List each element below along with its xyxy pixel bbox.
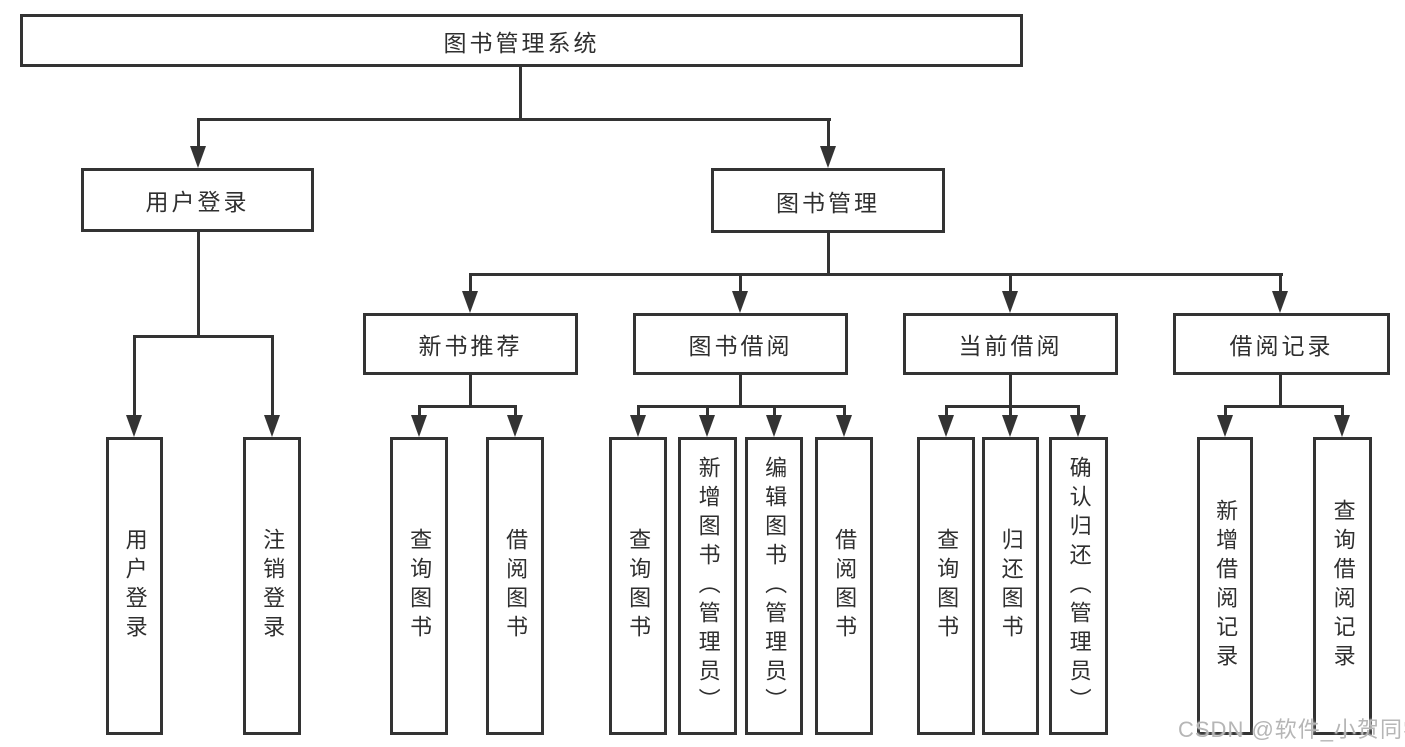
leaf-borrow-books: 借阅图书 [815, 437, 873, 735]
connector [519, 67, 522, 121]
leaf-query-borrow-record: 查询借阅记录 [1313, 437, 1372, 735]
leaf-label: 新增图书（管理员） [695, 455, 721, 717]
leaf-label: 注销登录 [260, 528, 286, 644]
leaf-label: 查询图书 [626, 528, 652, 644]
connector [133, 335, 274, 338]
connector [197, 232, 200, 338]
node-label: 当前借阅 [958, 333, 1063, 359]
arrow-down-icon [820, 146, 836, 168]
arrow-down-icon [1217, 415, 1233, 437]
connector [1009, 405, 1012, 417]
connector [637, 405, 846, 408]
connector [945, 405, 1080, 408]
arrow-down-icon [732, 291, 748, 313]
leaf-edit-book-admin: 编辑图书（管理员） [745, 437, 803, 735]
arrow-down-icon [190, 146, 206, 168]
connector [1077, 405, 1080, 417]
node-book-management: 图书管理 [711, 168, 945, 233]
leaf-label: 借阅图书 [503, 528, 529, 644]
leaf-label: 查询借阅记录 [1330, 499, 1356, 673]
connector [843, 405, 846, 417]
node-new-book-recommend: 新书推荐 [363, 313, 578, 375]
arrow-down-icon [1070, 415, 1086, 437]
connector [637, 405, 640, 417]
node-borrow-records: 借阅记录 [1173, 313, 1390, 375]
leaf-label: 用户登录 [122, 528, 148, 644]
arrow-down-icon [630, 415, 646, 437]
connector [418, 405, 421, 417]
leaf-query-books-borrow: 查询图书 [609, 437, 667, 735]
leaf-logout: 注销登录 [243, 437, 301, 735]
node-label: 借阅记录 [1229, 333, 1334, 359]
node-label: 图书借阅 [688, 333, 793, 359]
connector [1009, 273, 1012, 293]
arrow-down-icon [1002, 291, 1018, 313]
connector [945, 405, 948, 417]
arrow-down-icon [836, 415, 852, 437]
leaf-query-books-recommend: 查询图书 [390, 437, 448, 735]
connector [197, 118, 200, 148]
connector [133, 335, 136, 417]
connector [418, 405, 517, 408]
connector [1279, 375, 1282, 408]
leaf-label: 编辑图书（管理员） [762, 455, 788, 717]
connector [469, 375, 472, 408]
arrow-down-icon [264, 415, 280, 437]
connector [773, 405, 776, 417]
csdn-watermark: CSDN @软件_小贺同学 [1178, 717, 1405, 742]
arrow-down-icon [462, 291, 478, 313]
arrow-down-icon [126, 415, 142, 437]
arrow-down-icon [938, 415, 954, 437]
connector [271, 335, 274, 417]
connector [827, 233, 830, 276]
node-label: 新书推荐 [418, 333, 523, 359]
node-label: 图书管理 [776, 189, 880, 216]
node-current-borrow: 当前借阅 [903, 313, 1118, 375]
connector [514, 405, 517, 417]
node-root-library-system: 图书管理系统 [20, 14, 1023, 67]
leaf-query-books-current: 查询图书 [917, 437, 975, 735]
arrow-down-icon [411, 415, 427, 437]
leaf-user-login: 用户登录 [106, 437, 163, 735]
leaf-borrow-books-recommend: 借阅图书 [486, 437, 544, 735]
leaf-return-book: 归还图书 [982, 437, 1039, 735]
leaf-label: 确认归还（管理员） [1066, 455, 1092, 717]
connector [706, 405, 709, 417]
leaf-label: 查询图书 [934, 528, 960, 644]
node-book-borrow: 图书借阅 [633, 313, 848, 375]
leaf-label: 新增借阅记录 [1213, 499, 1239, 673]
connector [469, 273, 1283, 276]
leaf-add-borrow-record: 新增借阅记录 [1197, 437, 1253, 735]
arrow-down-icon [699, 415, 715, 437]
connector [1009, 375, 1012, 408]
connector [469, 273, 472, 293]
node-label: 用户登录 [145, 189, 250, 215]
connector [1341, 405, 1344, 417]
leaf-label: 查询图书 [407, 528, 433, 644]
arrow-down-icon [766, 415, 782, 437]
connector [739, 273, 742, 293]
node-label: 图书管理系统 [443, 29, 600, 56]
connector [1224, 405, 1344, 408]
arrow-down-icon [507, 415, 523, 437]
leaf-label: 借阅图书 [832, 528, 858, 644]
leaf-add-book-admin: 新增图书（管理员） [678, 437, 737, 735]
arrow-down-icon [1272, 291, 1288, 313]
node-user-login: 用户登录 [81, 168, 314, 232]
connector [739, 375, 742, 408]
connector [1279, 273, 1282, 293]
connector [827, 118, 830, 148]
connector [197, 118, 831, 121]
arrow-down-icon [1002, 415, 1018, 437]
arrow-down-icon [1334, 415, 1350, 437]
leaf-confirm-return-admin: 确认归还（管理员） [1049, 437, 1108, 735]
connector [1224, 405, 1227, 417]
leaf-label: 归还图书 [998, 528, 1024, 644]
